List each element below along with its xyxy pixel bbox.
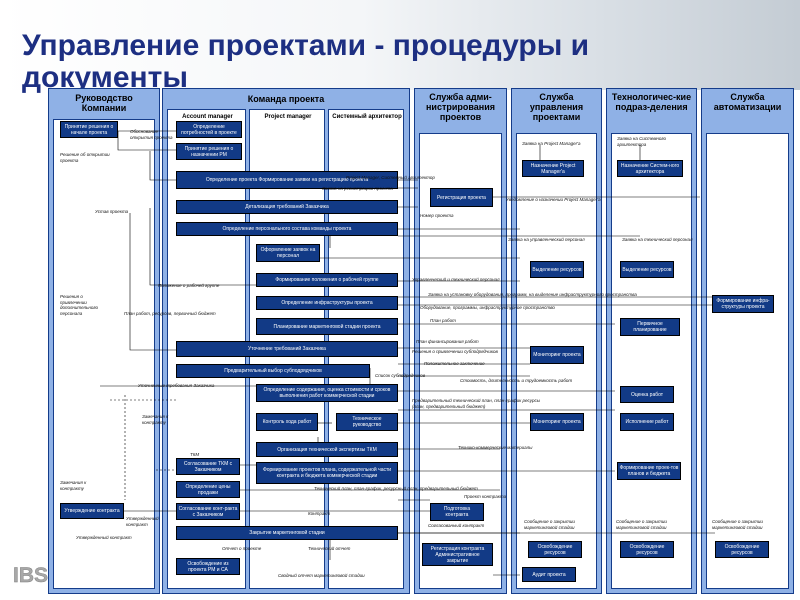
resource-release-box-2: Освобождение ресурсов xyxy=(620,541,674,558)
contract-registration-box: Регистрация контракта Административное з… xyxy=(422,543,493,566)
note-architect-request: Заявка на Системного архитектора xyxy=(617,136,667,147)
note-closure-msg-1: Сообщение о закрытии маркетинговой стади… xyxy=(524,519,575,530)
architect-appointment-box: Назначение Систем-ного архитектора xyxy=(617,160,683,177)
note-registration-request: Заявка на регистрацию проекта xyxy=(322,186,393,191)
header-admin: Служба адми-нистрирования проектов xyxy=(425,92,496,122)
staff-requests-box: Оформление заявок на персонал xyxy=(256,244,320,262)
pm-ca-release-box: Освобождение из проекта PM и СА xyxy=(176,558,240,575)
note-working-group: Положение о рабочей группе xyxy=(158,283,220,288)
note-tkm: ТКМ xyxy=(190,452,200,457)
contract-preparation-box: Подготовка контракта xyxy=(430,503,484,521)
header-automation: Служба автоматизации xyxy=(713,92,782,112)
subheader-account-manager: Account manager xyxy=(182,114,233,120)
decision-start-box: Принятие решения о начале проекта xyxy=(60,121,118,138)
column-automation xyxy=(701,88,794,594)
note-pm-notice: Уведомление о назначении Project Manager… xyxy=(506,197,601,202)
note-justification: Обоснование открытия проекта xyxy=(130,129,173,140)
note-contract-remarks-2: Замечания к контракту xyxy=(60,480,87,491)
note-tech-commercial: Технико-коммерческие материалы xyxy=(458,445,533,450)
note-contract-remarks-1: Замечания к контракту xyxy=(142,414,169,425)
tkm-expertise-box: Организация технической экспертизы ТКМ xyxy=(256,442,398,457)
project-definition-box: Определение проекта Формирование заявки … xyxy=(176,171,398,189)
note-summary-report: Сводный отчет маркетинговой стадии xyxy=(278,573,365,578)
note-approved-contract-2: Утвержденный контракт xyxy=(76,535,132,540)
pm-appointment-box: Назначение Project Manager'a xyxy=(522,160,584,177)
resource-release-box-3: Освобождение ресурсов xyxy=(715,541,769,558)
ibs-logo-text: IBS xyxy=(13,564,48,586)
work-execution-box: Исполнение работ xyxy=(620,413,674,431)
subcontractor-selection-box: Предварительный выбор субподрядчиков xyxy=(176,364,370,378)
resource-release-box-1: Освобождение ресурсов xyxy=(528,541,582,558)
note-charter: Устав проекта xyxy=(95,209,129,214)
note-preliminary-plan: Предварительный технический план, план-г… xyxy=(412,398,541,409)
note-contract: Контракт xyxy=(308,511,331,516)
page-title: Управление проектами - процедуры и докум… xyxy=(22,29,590,94)
note-closure-msg-3: Сообщение о закрытии маркетинговой стади… xyxy=(712,519,763,530)
ibs-logo: IBS xyxy=(13,564,48,586)
note-subcontractor-list: Список субподрядчиков xyxy=(375,373,426,378)
note-technical-request: Заявка на технический персонал xyxy=(622,237,693,242)
initial-planning-box: Первичное планирование xyxy=(620,318,680,336)
infrastructure-definition-box: Определение инфраструктуры проекта xyxy=(256,296,398,310)
requirements-detail-box: Детализация требований Заказчика xyxy=(176,200,398,214)
note-financing: План финансирования работ xyxy=(416,339,479,344)
marketing-closure-box: Закрытие маркетинговой стадии xyxy=(176,526,398,540)
note-refined-requirements: Уточненные требования Заказчика xyxy=(138,383,215,388)
price-definition-box: Определение цены продажи xyxy=(176,481,240,498)
contract-agreement-box: Согласование конт-ракта с Заказчиком xyxy=(176,503,240,520)
note-plan: План работ xyxy=(430,318,456,323)
technical-lead-box: Техническое руководство xyxy=(336,413,398,431)
marketing-planning-box: Планирование маркетинговой стадии проект… xyxy=(256,318,398,335)
subheader-project-manager: Project manager xyxy=(264,114,312,120)
resource-allocation-box-1: Выделение ресурсов xyxy=(530,261,584,278)
header-leadership: Руководство Компании xyxy=(75,93,133,113)
plan-contract-budget-box: Формирование проектов плана, содержатель… xyxy=(256,462,398,484)
content-cost-estimate-box: Определение содержания, оценка стоимости… xyxy=(256,384,398,402)
note-draft-contract: Проект контракта xyxy=(464,494,507,499)
requirements-refinement-box: Уточнение требований Заказчика xyxy=(176,341,398,357)
project-audit-box: Аудит проекта xyxy=(522,567,576,582)
contract-approval-box: Утверждение контракта xyxy=(60,503,124,519)
note-infra-provided: Оборудование, программы, инфраструктурно… xyxy=(420,305,555,310)
note-technical-report: Технический отчет xyxy=(308,546,351,551)
infrastructure-formation-box: Формирование инфра-структуры проекта xyxy=(712,295,774,313)
team-composition-box: Определение персонального состава команд… xyxy=(176,222,398,236)
note-closure-msg-2: Сообщение о закрытии маркетинговой стади… xyxy=(616,519,667,530)
header-banner xyxy=(0,0,800,90)
note-cost-duration: Стоимость, длительность и трудоемкость р… xyxy=(460,378,573,383)
header-team: Команда проекта xyxy=(247,94,325,104)
note-management-request: Заявка на управленческий персонал xyxy=(508,237,585,242)
note-agreed-contract: Согласованный контракт xyxy=(428,523,485,528)
note-technical-plan: Технический план, план-график, ресурсный… xyxy=(314,486,478,491)
note-open-decision: Решение об открытии проекта xyxy=(60,152,110,163)
monitoring-box-1: Мониторинг проекта xyxy=(530,346,584,364)
needs-definition-box: Определение потребностей в проекте xyxy=(176,121,242,138)
progress-control-box: Контроль хода работ xyxy=(256,413,318,431)
subheader-system-architect: Системный архитектор xyxy=(332,114,402,120)
note-positive-conclusion: Положительное заключение xyxy=(424,361,485,366)
note-approved-contract-1: Утвержденный контракт xyxy=(126,516,159,527)
resource-allocation-box-2: Выделение ресурсов xyxy=(620,261,674,278)
note-work-plan: План работ, ресурсов, первичный бюджет xyxy=(124,311,216,316)
note-pm-architect: Project Manager, Системный архитектор xyxy=(346,175,435,180)
note-subcontractor-decision: Решения о привлечении субподрядчиков xyxy=(412,349,498,354)
header-tech: Технологичес-кие подраз-деления xyxy=(611,92,692,112)
header-pm-service: Служба управления проектами xyxy=(529,92,584,122)
working-group-box: Формирование положения о рабочей группе xyxy=(256,273,398,287)
work-estimate-box: Оценка работ xyxy=(620,386,674,403)
monitoring-box-2: Мониторинг проекта xyxy=(530,413,584,431)
note-pm-request: Заявка на Project Manager'a xyxy=(522,141,581,146)
note-project-number: Номер проекта xyxy=(420,213,454,218)
tkm-approval-box: Согласование ТКМ с Заказчиком xyxy=(176,458,240,475)
note-project-report: Отчет о проекте xyxy=(222,546,262,551)
note-infra-request: Заявка на установку оборудования, програ… xyxy=(428,292,637,297)
pm-appointment-decision-box: Принятие решения о назначении PM xyxy=(176,143,242,160)
plans-budget-box: Формирование проек-тов планов и бюджета xyxy=(617,462,681,480)
project-registration-box: Регистрация проекта xyxy=(430,188,493,207)
note-staff: Управленческий и технический персонал xyxy=(412,277,500,282)
note-extra-staff: Решения о привлечении дополнительного пе… xyxy=(60,294,99,316)
